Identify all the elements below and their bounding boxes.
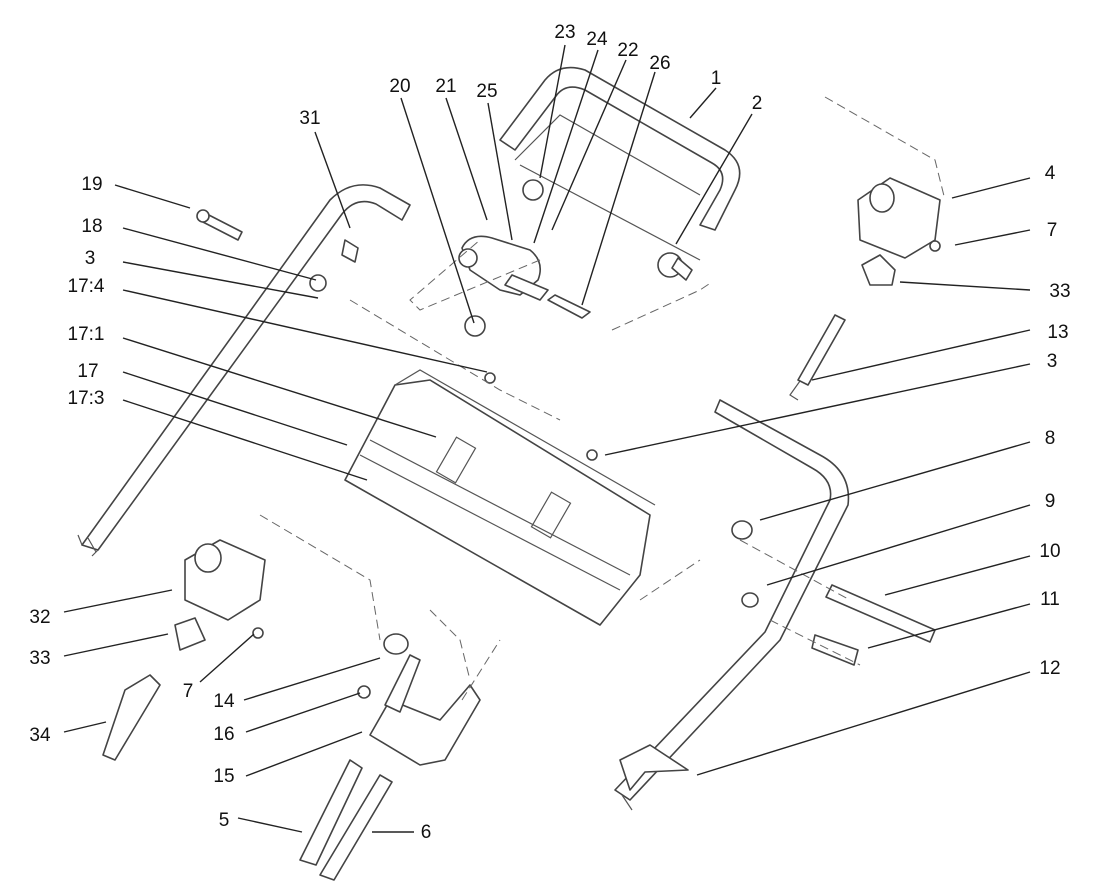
right-hardware bbox=[619, 520, 936, 791]
callout-1: 1 bbox=[711, 68, 722, 89]
callout-7-left: 7 bbox=[183, 681, 194, 702]
callout-10: 10 bbox=[1039, 541, 1060, 562]
callout-20: 20 bbox=[389, 76, 410, 97]
right-handle-tube bbox=[614, 399, 850, 811]
callout-31: 31 bbox=[299, 108, 320, 129]
fasteners bbox=[196, 209, 598, 461]
callout-33-right: 33 bbox=[1049, 281, 1070, 302]
callout-4: 4 bbox=[1045, 163, 1056, 184]
callout-17-3: 17:3 bbox=[68, 388, 105, 409]
callout-7-top: 7 bbox=[1047, 220, 1058, 241]
left-handle-tube bbox=[77, 184, 411, 557]
callout-17-4: 17:4 bbox=[68, 276, 105, 297]
callout-6: 6 bbox=[421, 822, 432, 843]
callout-34: 34 bbox=[29, 725, 51, 746]
callout-5: 5 bbox=[219, 810, 230, 831]
callout-24: 24 bbox=[586, 29, 608, 50]
lower-bracket bbox=[299, 633, 481, 881]
upper-bail-handle bbox=[499, 66, 741, 261]
callout-2: 2 bbox=[752, 93, 763, 114]
leader-lines bbox=[63, 44, 1031, 833]
pivot-bracket bbox=[458, 179, 693, 337]
callout-16: 16 bbox=[213, 724, 234, 745]
callout-25: 25 bbox=[476, 81, 497, 102]
callout-11: 11 bbox=[1040, 589, 1060, 610]
callout-21: 21 bbox=[435, 76, 456, 97]
callout-18: 18 bbox=[81, 216, 102, 237]
callout-23: 23 bbox=[554, 22, 575, 43]
right-control-housing bbox=[789, 177, 941, 401]
callout-14: 14 bbox=[213, 691, 235, 712]
left-control-housing bbox=[102, 539, 266, 761]
callout-3-left: 3 bbox=[85, 248, 96, 269]
callout-17-1: 17:1 bbox=[68, 324, 105, 345]
callout-9: 9 bbox=[1045, 491, 1056, 512]
callout-8: 8 bbox=[1045, 428, 1056, 449]
callout-19: 19 bbox=[81, 174, 102, 195]
callout-17: 17 bbox=[77, 361, 98, 382]
callout-13: 13 bbox=[1047, 322, 1068, 343]
callout-12: 12 bbox=[1039, 658, 1060, 679]
callout-labels: 23 24 22 26 1 20 21 25 2 31 4 19 7 18 3 … bbox=[29, 22, 1070, 843]
callout-26: 26 bbox=[649, 53, 670, 74]
phantom-lines bbox=[259, 96, 946, 701]
callout-32: 32 bbox=[29, 607, 50, 628]
callout-22: 22 bbox=[617, 40, 638, 61]
callout-33-left: 33 bbox=[29, 648, 50, 669]
callout-15: 15 bbox=[213, 766, 234, 787]
control-panel bbox=[344, 369, 656, 626]
callout-3-right: 3 bbox=[1047, 351, 1058, 372]
